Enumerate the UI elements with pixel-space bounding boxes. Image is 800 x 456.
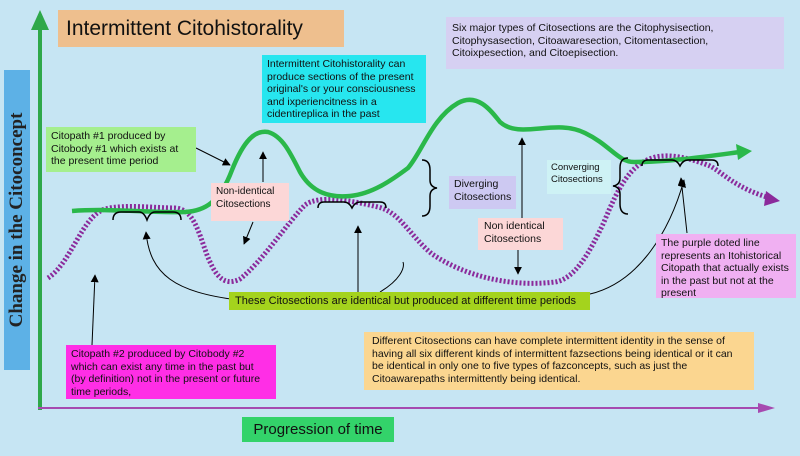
pointer-identical-left	[142, 231, 239, 301]
pointer-citopath1	[195, 147, 231, 166]
pointer-citopath2	[90, 274, 99, 346]
axes	[31, 10, 775, 413]
bracket-3	[641, 159, 719, 168]
y-axis-arrowhead	[31, 10, 49, 30]
purple-line-note: The purple doted line represents an Itoh…	[656, 234, 796, 299]
purple-path-arrowhead	[764, 191, 780, 206]
pointer-lines	[90, 137, 688, 346]
citopath1-note: Citopath #1 produced by Citobody #1 whic…	[46, 127, 196, 172]
diverging-brace	[421, 159, 438, 217]
six-types-note: Six major types of Citosections are the …	[446, 17, 784, 69]
x-axis-arrowhead	[758, 403, 775, 413]
bracket-1	[112, 211, 182, 223]
citopath2-note: Citopath #2 produced by Citobody #2 whic…	[66, 345, 276, 399]
different-note: Different Citosections can have complete…	[364, 332, 754, 390]
y-axis-label-box: Change in the Citoconcept	[4, 70, 30, 370]
pointer-identical-right	[589, 179, 686, 295]
identical-note: These Citosections are identical but pro…	[229, 292, 590, 310]
brackets	[112, 157, 719, 223]
green-path-arrowhead	[736, 144, 752, 160]
pointer-nonidentical-down	[243, 221, 254, 245]
non-identical-note-1: Non-identical Citosections	[211, 183, 289, 221]
converging-note: Converging Citosections	[547, 160, 611, 194]
diverging-note: Diverging Citosections	[449, 176, 516, 209]
non-identical-note-2: Non identical Citosections	[478, 218, 563, 250]
bracket-2	[317, 201, 387, 210]
intermittent-note: Intermittent Citohistorality can produce…	[262, 55, 426, 123]
page-title: Intermittent Citohistorality	[58, 10, 344, 47]
y-axis-label: Change in the Citoconcept	[6, 112, 27, 328]
pointer-identical-under	[379, 261, 404, 293]
converging-brace	[612, 157, 629, 215]
x-axis-label: Progression of time	[242, 417, 394, 442]
